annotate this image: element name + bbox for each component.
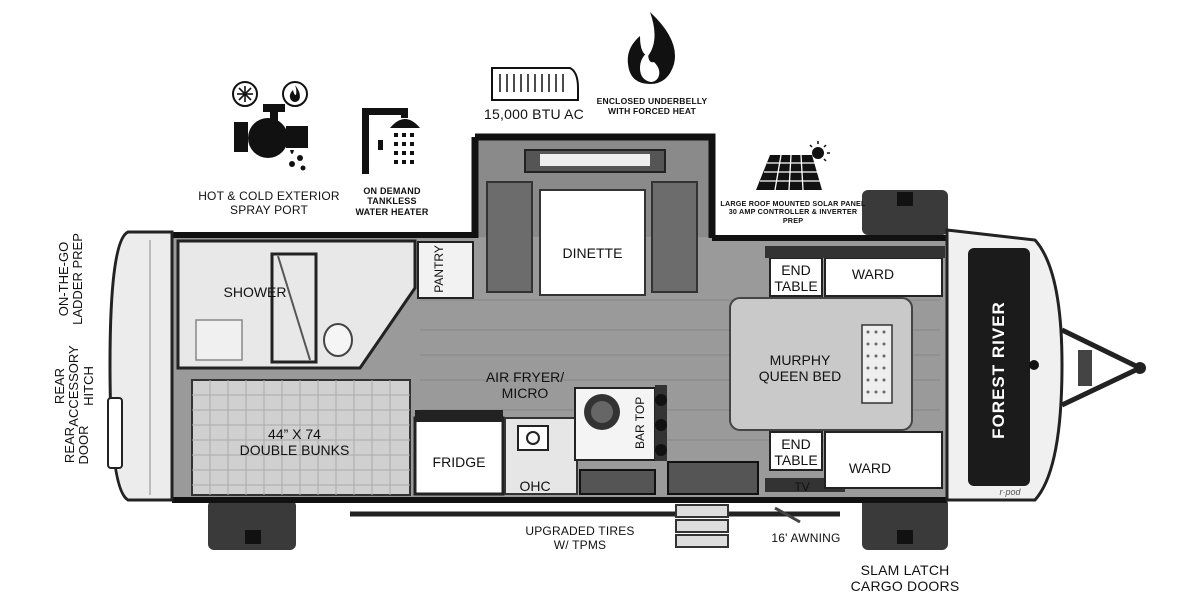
rear-door-line-1: REAR [62, 426, 77, 464]
rear-cap [108, 230, 174, 502]
rear-door-label: REAR DOOR [62, 417, 97, 473]
dinette-seat-right [651, 181, 698, 293]
fridge-label: FRIDGE [432, 454, 486, 470]
tires-line-1: UPGRADED TIRES [525, 524, 635, 538]
sun-icon [809, 141, 830, 162]
ward-bottom-label: WARD [848, 460, 892, 476]
dinette-label: DINETTE [562, 245, 623, 261]
murphy-line-1: MURPHY [769, 352, 831, 368]
end-table-bottom [769, 431, 823, 471]
spray-port-label: HOT & COLD EXTERIOR SPRAY PORT [198, 189, 340, 218]
cargo-doors-label: SLAM LATCH CARGO DOORS [835, 562, 975, 594]
entry-steps [675, 504, 729, 548]
air-fryer-line-2: MICRO [501, 385, 549, 402]
pantry-cabinet [417, 241, 474, 299]
heater-line-3: WATER HEATER [355, 206, 429, 217]
fridge [413, 416, 505, 496]
ladder-line-2: LADDER PREP [70, 233, 86, 325]
pantry-label: PANTRY [432, 245, 447, 293]
ladder-line-1: ON-THE-GO [56, 241, 71, 317]
wheel-rear-top [862, 190, 948, 235]
dinette-table [539, 189, 646, 296]
cooktop [517, 425, 549, 451]
wheel-front-bottom [208, 500, 296, 550]
heater-line-1: ON DEMAND [363, 186, 421, 196]
water-heater-label: ON DEMAND TANKLESS WATER HEATER [342, 186, 442, 217]
end-table-bottom-label: END TABLE [768, 436, 824, 468]
bunks-line-1: 44” X 74 [268, 426, 321, 442]
wardrobe-bottom [824, 431, 943, 489]
toilet [323, 323, 353, 357]
tires-label: UPGRADED TIRES W/ TPMS [510, 524, 650, 553]
ohc-label: OHC [519, 478, 551, 494]
tires-line-2: W/ TPMS [553, 537, 607, 552]
end-table-bottom-line-1: END [781, 436, 811, 452]
spray-faucet-icon [234, 104, 308, 171]
bunks-label: 44” X 74 DOUBLE BUNKS [222, 426, 367, 458]
spray-line-2: SPRAY PORT [229, 202, 309, 217]
murphy-line-2: QUEEN BED [758, 368, 842, 385]
bar-top-label: BAR TOP [633, 396, 648, 450]
rear-door-line-2: DOOR [76, 425, 92, 465]
wardrobe-top [824, 257, 943, 297]
snowflake-icon [232, 81, 258, 107]
underbelly-line-1: ENCLOSED UNDERBELLY [596, 96, 708, 106]
ward-top-label: WARD [851, 266, 895, 282]
end-table-bottom-line-2: TABLE [774, 452, 818, 469]
underbelly-line-2: WITH FORCED HEAT [607, 105, 697, 116]
underbelly-flame-icon [627, 12, 675, 84]
murphy-bed-label: MURPHY QUEEN BED [740, 352, 860, 384]
ladder-prep-label: ON-THE-GO LADDER PREP [56, 223, 91, 335]
ac-unit-icon [491, 67, 579, 101]
brand-name: FOREST RIVER [989, 301, 1008, 439]
flame-icon [282, 81, 308, 107]
awning-label: 16' AWNING [771, 531, 841, 545]
solar-line-2: 30 AMP CONTROLLER & INVERTER PREP [728, 207, 858, 225]
ac-label: 15,000 BTU AC [484, 106, 584, 122]
solar-label: LARGE ROOF MOUNTED SOLAR PANEL 30 AMP CO… [718, 199, 868, 225]
front-cap-panel [968, 248, 1030, 486]
shower-label: SHOWER [223, 284, 287, 300]
heater-line-2: TANKLESS [367, 196, 417, 207]
air-fryer-label: AIR FRYER/ MICRO [470, 369, 580, 401]
cargo-line-1: SLAM LATCH [860, 562, 950, 578]
model-logo: r·pod [999, 487, 1021, 497]
solar-line-1: LARGE ROOF MOUNTED SOLAR PANEL [720, 199, 866, 208]
bunks-line-2: DOUBLE BUNKS [239, 442, 350, 459]
tv-label: TV [794, 480, 810, 494]
air-fryer-line-1: AIR FRYER/ [485, 369, 565, 385]
end-table-top-line-1: END [781, 262, 811, 278]
solar-panel-icon [756, 154, 822, 191]
underbelly-label: ENCLOSED UNDERBELLY WITH FORCED HEAT [590, 96, 714, 117]
end-table-top-label: END TABLE [768, 262, 824, 294]
end-table-top-line-2: TABLE [774, 278, 818, 295]
trailer-tongue [1060, 327, 1146, 408]
end-table-top [769, 257, 823, 297]
dinette-seat-left [486, 181, 533, 293]
wheel-rear-bottom [862, 498, 948, 550]
spray-line-1: HOT & COLD EXTERIOR [198, 189, 340, 203]
shower-head-icon [362, 108, 420, 174]
cargo-line-2: CARGO DOORS [850, 578, 960, 595]
